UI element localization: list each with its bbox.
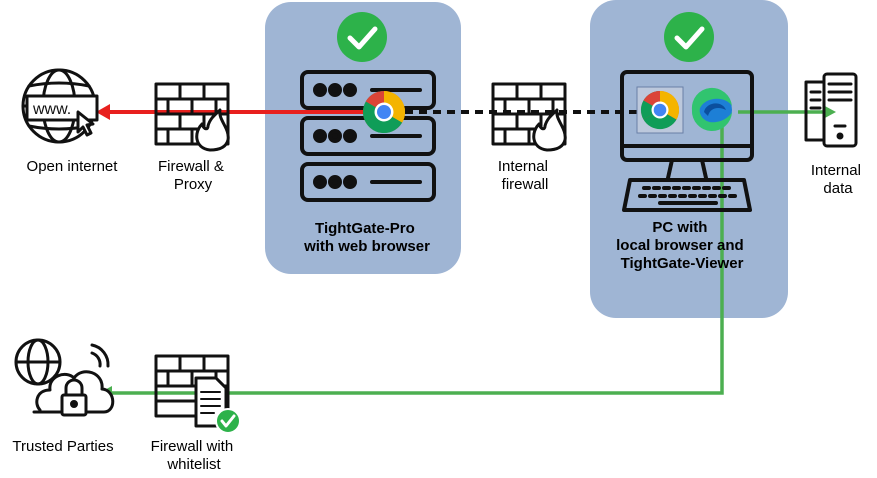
internal-data-label: Internal data bbox=[811, 162, 865, 197]
firewall-flame-icon bbox=[491, 82, 567, 152]
desktop-pc-icon bbox=[620, 70, 754, 212]
firewall-whitelist-label: Firewall with whitelist bbox=[151, 438, 238, 473]
green-arrowhead-data bbox=[823, 105, 836, 119]
chrome-icon bbox=[362, 90, 406, 134]
server-tower-icon bbox=[804, 72, 858, 148]
globe-www-icon bbox=[21, 68, 99, 144]
tightgate-pro-label: TightGate-Pro with web browser bbox=[303, 220, 430, 255]
firewall-flame-icon bbox=[154, 82, 230, 152]
open-internet-label: Open internet bbox=[27, 158, 119, 175]
pc-label: PC with local browser and TightGate-View… bbox=[616, 219, 748, 272]
green-link-to-trusted bbox=[110, 125, 724, 395]
check-circle-icon bbox=[337, 12, 387, 62]
firewall-proxy-label: Firewall & Proxy bbox=[158, 158, 228, 193]
internal-firewall-label: Internal firewall bbox=[498, 158, 552, 193]
www-text: www. bbox=[32, 101, 71, 118]
trusted-parties-label: Trusted Parties bbox=[12, 438, 113, 455]
check-circle-icon bbox=[664, 12, 714, 62]
server-rack-icon bbox=[300, 70, 436, 202]
check-circle-icon bbox=[215, 408, 241, 434]
chrome-icon bbox=[640, 90, 680, 130]
red-arrowhead bbox=[96, 104, 110, 120]
cloud-lock-icon bbox=[14, 338, 115, 417]
edge-icon bbox=[691, 87, 732, 132]
